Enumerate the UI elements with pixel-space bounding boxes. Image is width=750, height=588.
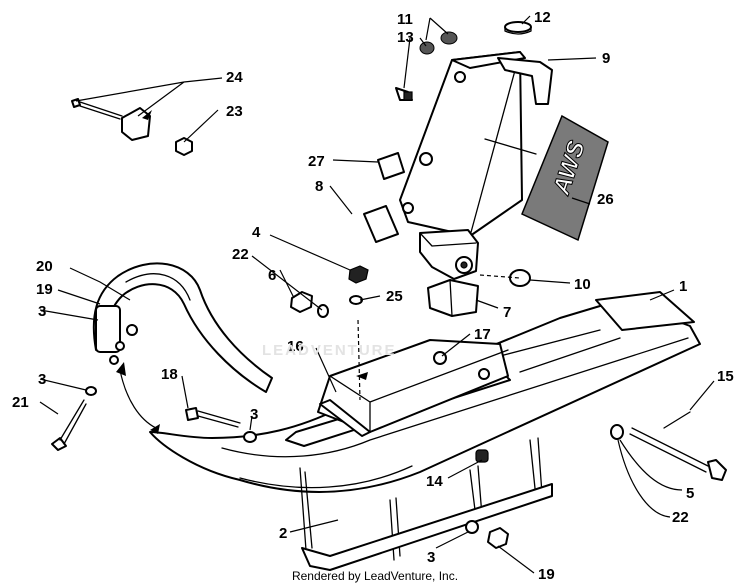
callout-11: 11 [397, 11, 413, 28]
callout-23: 23 [226, 103, 243, 120]
spindle-casting [419, 229, 479, 280]
callout-19-bottom: 19 [538, 566, 555, 583]
callout-25: 25 [386, 288, 403, 305]
footer-credit: Rendered by LeadVenture, Inc. [291, 569, 459, 583]
callout-22-top: 22 [232, 246, 249, 263]
callout-8: 8 [315, 178, 323, 195]
callout-14: 14 [426, 473, 443, 490]
callout-21: 21 [12, 394, 29, 411]
callout-5: 5 [686, 485, 694, 502]
spindle-housing [399, 51, 553, 237]
ski-saddle [317, 339, 509, 437]
callout-3-top: 3 [38, 303, 46, 320]
callout-7: 7 [503, 304, 511, 321]
callout-17: 17 [474, 326, 491, 343]
callout-9: 9 [602, 50, 610, 67]
callout-3-mid: 3 [250, 406, 258, 423]
callout-4: 4 [252, 224, 261, 241]
callout-12: 12 [534, 9, 551, 26]
callout-20: 20 [36, 258, 53, 275]
callout-22-bottom: 22 [672, 509, 689, 526]
ski-skag-arm [92, 262, 273, 393]
callout-26: 26 [597, 191, 614, 208]
callout-16: 16 [287, 338, 304, 355]
hardware-top [71, 21, 532, 367]
callout-labels: 1 2 3 3 3 3 4 5 6 7 8 9 10 11 12 13 14 1… [12, 9, 734, 583]
callout-18: 18 [161, 366, 178, 383]
callout-27: 27 [308, 153, 325, 170]
callout-24: 24 [226, 69, 243, 86]
callout-3-bottom: 3 [427, 549, 435, 566]
callout-13: 13 [397, 29, 414, 46]
callout-6: 6 [268, 267, 276, 284]
callout-19-left: 19 [36, 281, 53, 298]
callout-3-left: 3 [38, 371, 46, 388]
watermark: LEADVENTURE [262, 342, 397, 359]
callout-15: 15 [717, 368, 734, 385]
leader-lines [39, 15, 715, 574]
aws-decal: AWS [521, 114, 609, 242]
callout-10: 10 [574, 276, 591, 293]
callout-1: 1 [679, 278, 687, 295]
bolts [51, 386, 727, 549]
callout-2: 2 [279, 525, 287, 542]
